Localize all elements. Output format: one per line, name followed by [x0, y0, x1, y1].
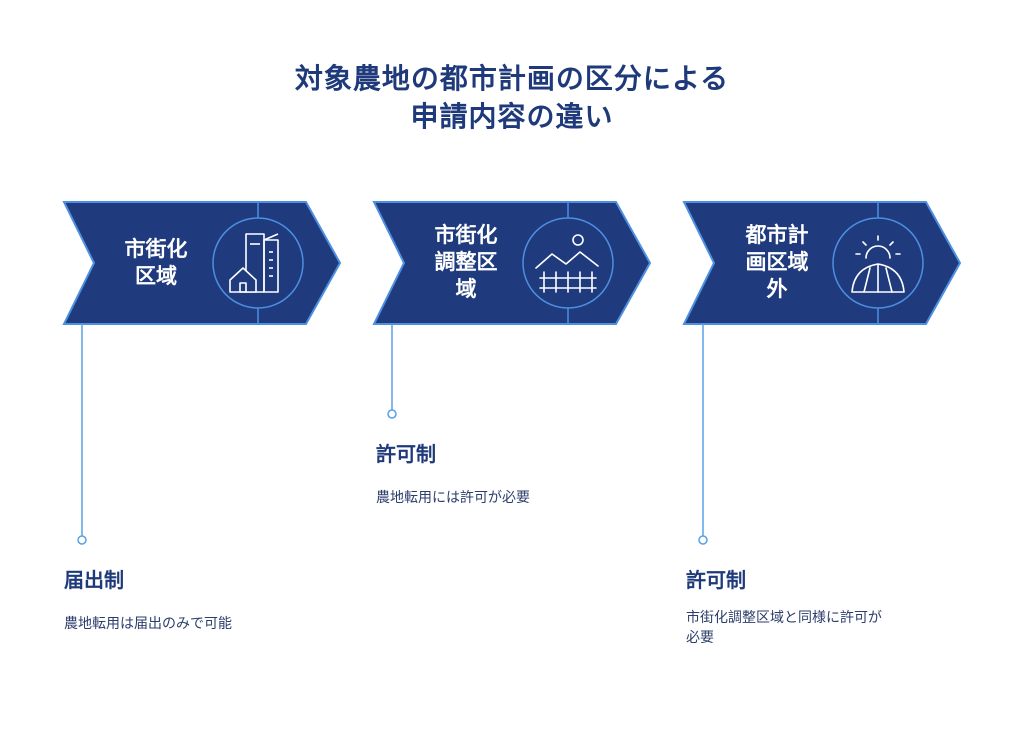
- stage-3-label: 都市計 画区域 外: [729, 222, 825, 303]
- stage-2-arrow: [372, 201, 652, 325]
- stage-1-label-line-2: 区域: [135, 264, 177, 288]
- field-fence-icon: [535, 234, 599, 293]
- stage-2-description: 農地転用には許可が必要: [376, 488, 530, 508]
- title-line-2: 申請内容の違い: [410, 100, 614, 133]
- stage-1-label-line-1: 市街化: [124, 237, 188, 261]
- stage-2-description-line-1: 農地転用には許可が必要: [376, 490, 530, 506]
- stage-3-description-line-2: 必要: [686, 630, 714, 646]
- connector-1: [77, 324, 87, 545]
- stage-2-label-line-3: 域: [455, 277, 477, 301]
- stage-2-label-line-1: 市街化: [434, 223, 498, 247]
- stage-3-description: 市街化調整区域と同様に許可が 必要: [686, 608, 882, 648]
- stage-3-heading: 許可制: [686, 568, 746, 592]
- diagram-title: 対象農地の都市計画の区分による 申請内容の違い: [0, 60, 1024, 136]
- title-line-1: 対象農地の都市計画の区分による: [294, 62, 730, 95]
- connector-2: [387, 324, 397, 419]
- stage-2-label: 市街化 調整区 域: [418, 222, 514, 303]
- sunrise-farmland-icon: [851, 235, 905, 293]
- stage-2-heading: 許可制: [376, 442, 436, 466]
- stage-3-arrow: [682, 201, 962, 325]
- connector-3: [698, 324, 708, 545]
- stage-2-label-line-2: 調整区: [434, 250, 498, 274]
- building-house-icon: [229, 233, 279, 293]
- stage-3-label-line-2: 画区域: [745, 250, 809, 274]
- stage-1-description: 農地転用は届出のみで可能: [64, 614, 232, 634]
- stage-3-label-line-1: 都市計: [745, 223, 809, 247]
- stage-3-label-line-3: 外: [766, 277, 788, 301]
- stage-1-arrow: [62, 201, 342, 325]
- stage-1-label: 市街化 区域: [108, 236, 204, 290]
- stage-3-description-line-1: 市街化調整区域と同様に許可が: [686, 610, 882, 626]
- stage-1-heading: 届出制: [64, 568, 124, 592]
- stage-1-description-line-1: 農地転用は届出のみで可能: [64, 616, 232, 632]
